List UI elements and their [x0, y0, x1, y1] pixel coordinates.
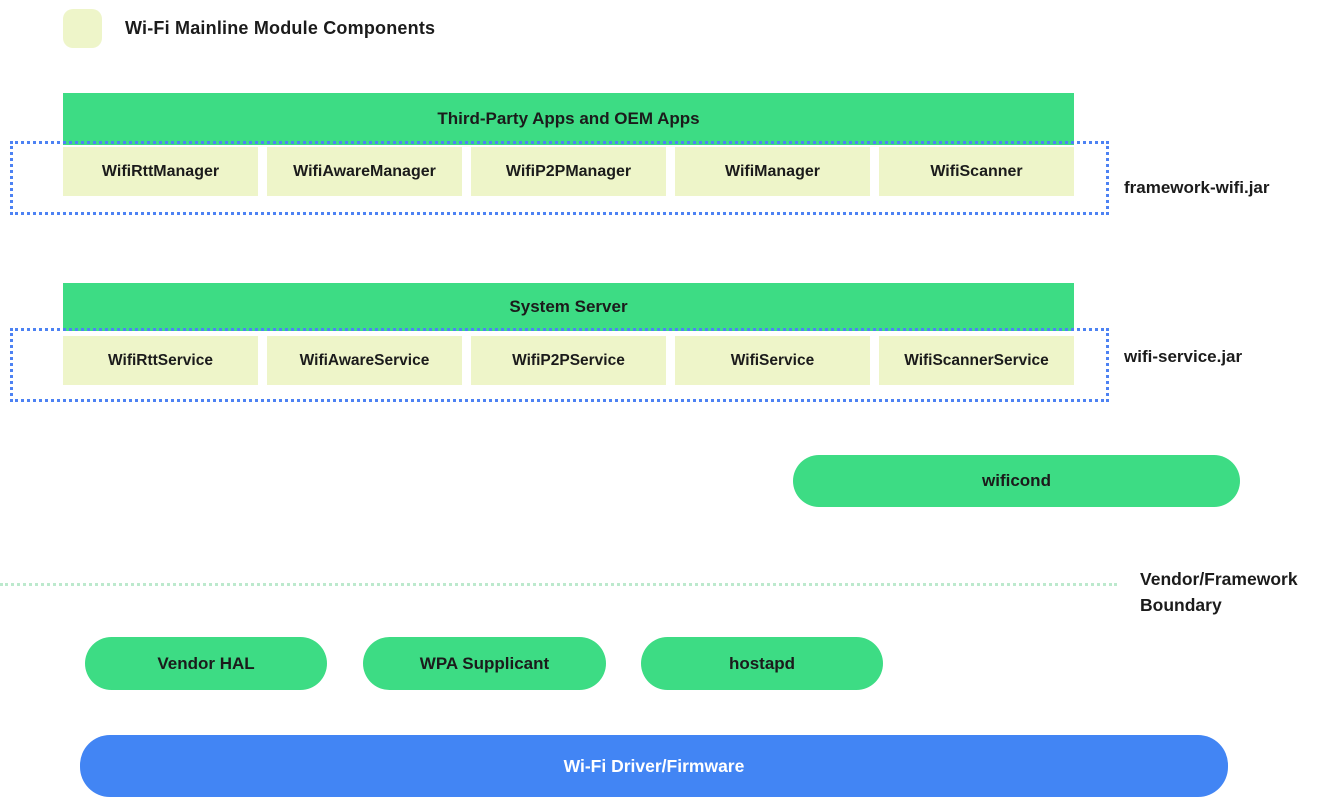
framework-wifi-jar-label: framework-wifi.jar: [1124, 178, 1270, 197]
wpa-supplicant-node: WPA Supplicant: [363, 637, 606, 690]
wificond-node: wificond: [793, 455, 1240, 507]
vendor-hal-node: Vendor HAL: [85, 637, 327, 690]
framework-wifi-jar-boundary: [10, 141, 1109, 215]
chip-wifi-p2p-service: WifiP2PService: [471, 336, 666, 385]
chip-wifi-scanner: WifiScanner: [879, 147, 1074, 196]
legend-module-swatch: [63, 9, 102, 48]
vendor-framework-boundary-line: [0, 583, 1117, 586]
chip-wifi-rtt-service: WifiRttService: [63, 336, 258, 385]
chip-wifi-aware-manager: WifiAwareManager: [267, 147, 462, 196]
chip-wifi-p2p-manager: WifiP2PManager: [471, 147, 666, 196]
chip-wifi-manager: WifiManager: [675, 147, 870, 196]
wifi-service-row: WifiRttService WifiAwareService WifiP2PS…: [63, 336, 1074, 385]
system-server-header: System Server: [63, 283, 1074, 331]
legend-title: Wi-Fi Mainline Module Components: [125, 18, 436, 38]
chip-wifi-scanner-service: WifiScannerService: [879, 336, 1074, 385]
wifi-driver-firmware-node: Wi-Fi Driver/Firmware: [80, 735, 1228, 797]
framework-manager-row: WifiRttManager WifiAwareManager WifiP2PM…: [63, 147, 1074, 196]
chip-wifi-rtt-manager: WifiRttManager: [63, 147, 258, 196]
chip-wifi-service: WifiService: [675, 336, 870, 385]
wifi-service-jar-boundary: [10, 328, 1109, 402]
hostapd-node: hostapd: [641, 637, 883, 690]
vendor-framework-boundary-label: Vendor/Framework Boundary: [1140, 569, 1298, 615]
third-party-apps-header: Third-Party Apps and OEM Apps: [63, 93, 1074, 145]
wifi-service-jar-label: wifi-service.jar: [1124, 347, 1243, 366]
chip-wifi-aware-service: WifiAwareService: [267, 336, 462, 385]
